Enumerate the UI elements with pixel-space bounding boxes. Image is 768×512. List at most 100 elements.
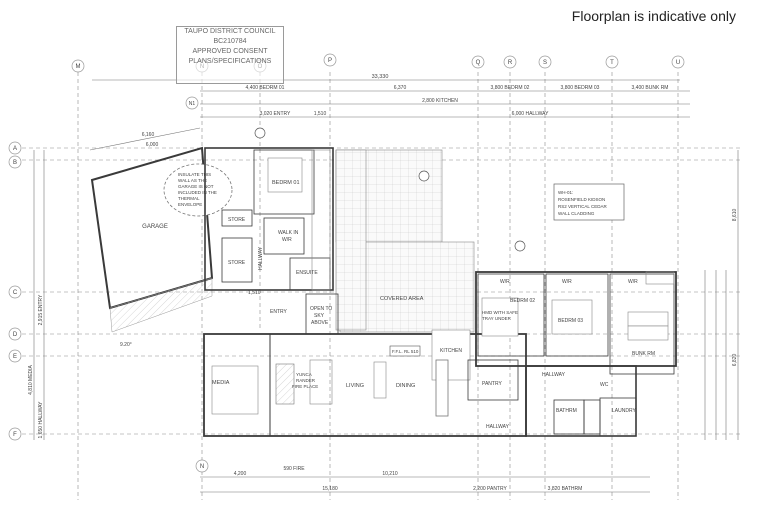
- plan-label: WH-01:: [558, 190, 573, 195]
- cladding-note: WH-01: ROSENFIELD KIDSON RS2 VERTICAL CE…: [553, 183, 625, 221]
- grid-bubble-u: [671, 55, 685, 69]
- plan-label: TRAY UNDER: [482, 316, 512, 321]
- plan-label: DINING: [396, 383, 415, 389]
- plan-label: A: [13, 146, 17, 152]
- plan-label: ENSUITE: [296, 270, 318, 276]
- plan-label: 6,000: [146, 142, 159, 148]
- plan-label: ROSENFIELD KIDSON: [558, 197, 605, 202]
- plan-label: YUNCA: [296, 372, 312, 377]
- plan-label: COVERED AREA: [380, 296, 424, 302]
- plan-label: 6,370: [394, 85, 407, 91]
- plan-label: THERMAL: [178, 196, 200, 201]
- plan-label: 15,180: [322, 486, 338, 492]
- council-approval-stamp: TAUPO DISTRICT COUNCIL BC210784 APPROVED…: [176, 26, 284, 84]
- plan-label: SKY: [314, 313, 325, 319]
- grid-bubble-t: [605, 55, 619, 69]
- stamp-line1: APPROVED CONSENT: [192, 48, 268, 55]
- grid-bubble-m: [71, 59, 85, 73]
- plan-label: M: [76, 64, 81, 70]
- grid-bubble-f: [8, 427, 22, 441]
- plan-label: U: [676, 60, 680, 66]
- living-block: MEDIA YUNCA RANDER FIRE PLACE LIVING DIN…: [203, 329, 527, 437]
- plan-label: WALL CLADDING: [558, 211, 595, 216]
- plan-label: 8,610: [732, 209, 738, 222]
- plan-label: 10,210: [382, 471, 398, 477]
- plan-label: W/R: [282, 237, 292, 243]
- grid-bubble-e: [8, 349, 22, 363]
- bedrooms-wing: BEDRM 02 HMD WITH SAFE TRAY UNDER W/R BE…: [475, 271, 677, 437]
- dimension-lines-bottom: 4,200 590 FIRE 10,210 15,180 2,200 PANTR…: [200, 466, 650, 493]
- plan-label: W/R: [500, 279, 510, 285]
- plan-label: GARAGE: [142, 224, 168, 230]
- plan-label: 3,400 BUNK RM: [632, 85, 669, 91]
- plan-label: 2,800 KITCHEN: [422, 98, 458, 104]
- plan-label: RANDER: [296, 378, 316, 383]
- plan-label: FIRE PLACE: [292, 384, 318, 389]
- plan-label: ENTRY: [270, 309, 288, 315]
- plan-label: N1: [189, 101, 196, 107]
- plan-label: 33,330: [372, 74, 389, 80]
- plan-label: HALLWAY: [258, 246, 264, 270]
- grid-bubble-s: [538, 55, 552, 69]
- plan-label: KITCHEN: [440, 348, 462, 354]
- plan-label: 3,820 BATHRM: [548, 486, 583, 492]
- plan-label: B: [13, 160, 17, 166]
- plan-label: OPEN TO: [310, 306, 332, 312]
- plan-label: 6,000 HALLWAY: [512, 111, 550, 117]
- plan-label: 2,200 PANTRY: [473, 486, 507, 492]
- plan-label: W/R: [562, 279, 572, 285]
- plan-label: R: [508, 60, 513, 66]
- plan-label: MEDIA: [212, 380, 230, 386]
- plan-label: LAUNDRY: [612, 408, 636, 414]
- plan-label: F.F.L. RL 510: [392, 349, 419, 354]
- plan-label: P: [328, 58, 332, 64]
- grid-bubble-a: [8, 141, 22, 155]
- insulate-note: INSULATE THIS WALL AS THE GARAGE IS NOT …: [163, 163, 233, 217]
- bedroom-01-wing: BEDRM 01 WALK IN W/R STORE STORE ENSUITE…: [204, 147, 334, 296]
- plan-label: 1,510: [248, 290, 261, 296]
- stamp-ref: BC210784: [213, 38, 247, 45]
- plan-label: BATHRM: [556, 408, 577, 414]
- plan-label: HALLWAY: [486, 424, 510, 430]
- plan-label: ABOVE: [311, 320, 329, 326]
- plan-label: GARAGE IS NOT: [178, 184, 214, 189]
- dimension-lines-sides: 2,915 ENTRY 4,810 MEDIA 1,650 HALLWAY 8,…: [28, 150, 739, 440]
- plan-label: STORE: [228, 260, 246, 266]
- plan-label: BEDRM 02: [510, 298, 535, 304]
- grid-bubble-r: [503, 55, 517, 69]
- plan-label: INCLUDED IN THE: [178, 190, 217, 195]
- stamp-line2: PLANS/SPECIFICATIONS: [188, 58, 272, 65]
- plan-label: Q: [476, 60, 481, 66]
- plan-label: PANTRY: [482, 381, 502, 387]
- grid-bubble-d: [8, 327, 22, 341]
- plan-label: 3,020 ENTRY: [260, 111, 291, 117]
- plan-label: E: [13, 354, 17, 360]
- plan-label: S: [543, 60, 547, 66]
- indicative-note: Floorplan is indicative only: [571, 8, 736, 24]
- plan-label: WC: [600, 382, 609, 388]
- plan-label: 2,915 ENTRY: [38, 294, 44, 325]
- plan-label: C: [13, 290, 18, 296]
- plan-label: 4,200: [234, 471, 247, 477]
- plan-label: W/R: [628, 279, 638, 285]
- plan-label: HMD WITH SAFE: [482, 310, 518, 315]
- plan-label: N: [200, 464, 204, 470]
- stamp-council: TAUPO DISTRICT COUNCIL: [184, 28, 276, 35]
- plan-label: 4,400 BEDRM 01: [246, 85, 285, 91]
- grid-bubble-p: [323, 53, 337, 67]
- plan-label: 3,800 BEDRM 03: [561, 85, 600, 91]
- plan-label: WALK IN: [278, 230, 299, 236]
- plan-label: 9.20°: [120, 342, 132, 348]
- grid-bubble-n1: [185, 96, 199, 110]
- garage: GARAGE 6,160 6,000 9.20°: [89, 127, 214, 348]
- plan-label: HALLWAY: [542, 372, 566, 378]
- section-markers: [254, 127, 526, 252]
- plan-label: 4,810 MEDIA: [28, 364, 34, 394]
- plan-label: 590 FIRE: [283, 466, 305, 472]
- grid-bubble-c: [8, 285, 22, 299]
- plan-label: BUNK RM: [632, 351, 655, 357]
- grid-bubble-b: [8, 155, 22, 169]
- plan-label: 6,820: [732, 354, 738, 367]
- plan-label: RS2 VERTICAL CEDAR: [558, 204, 608, 209]
